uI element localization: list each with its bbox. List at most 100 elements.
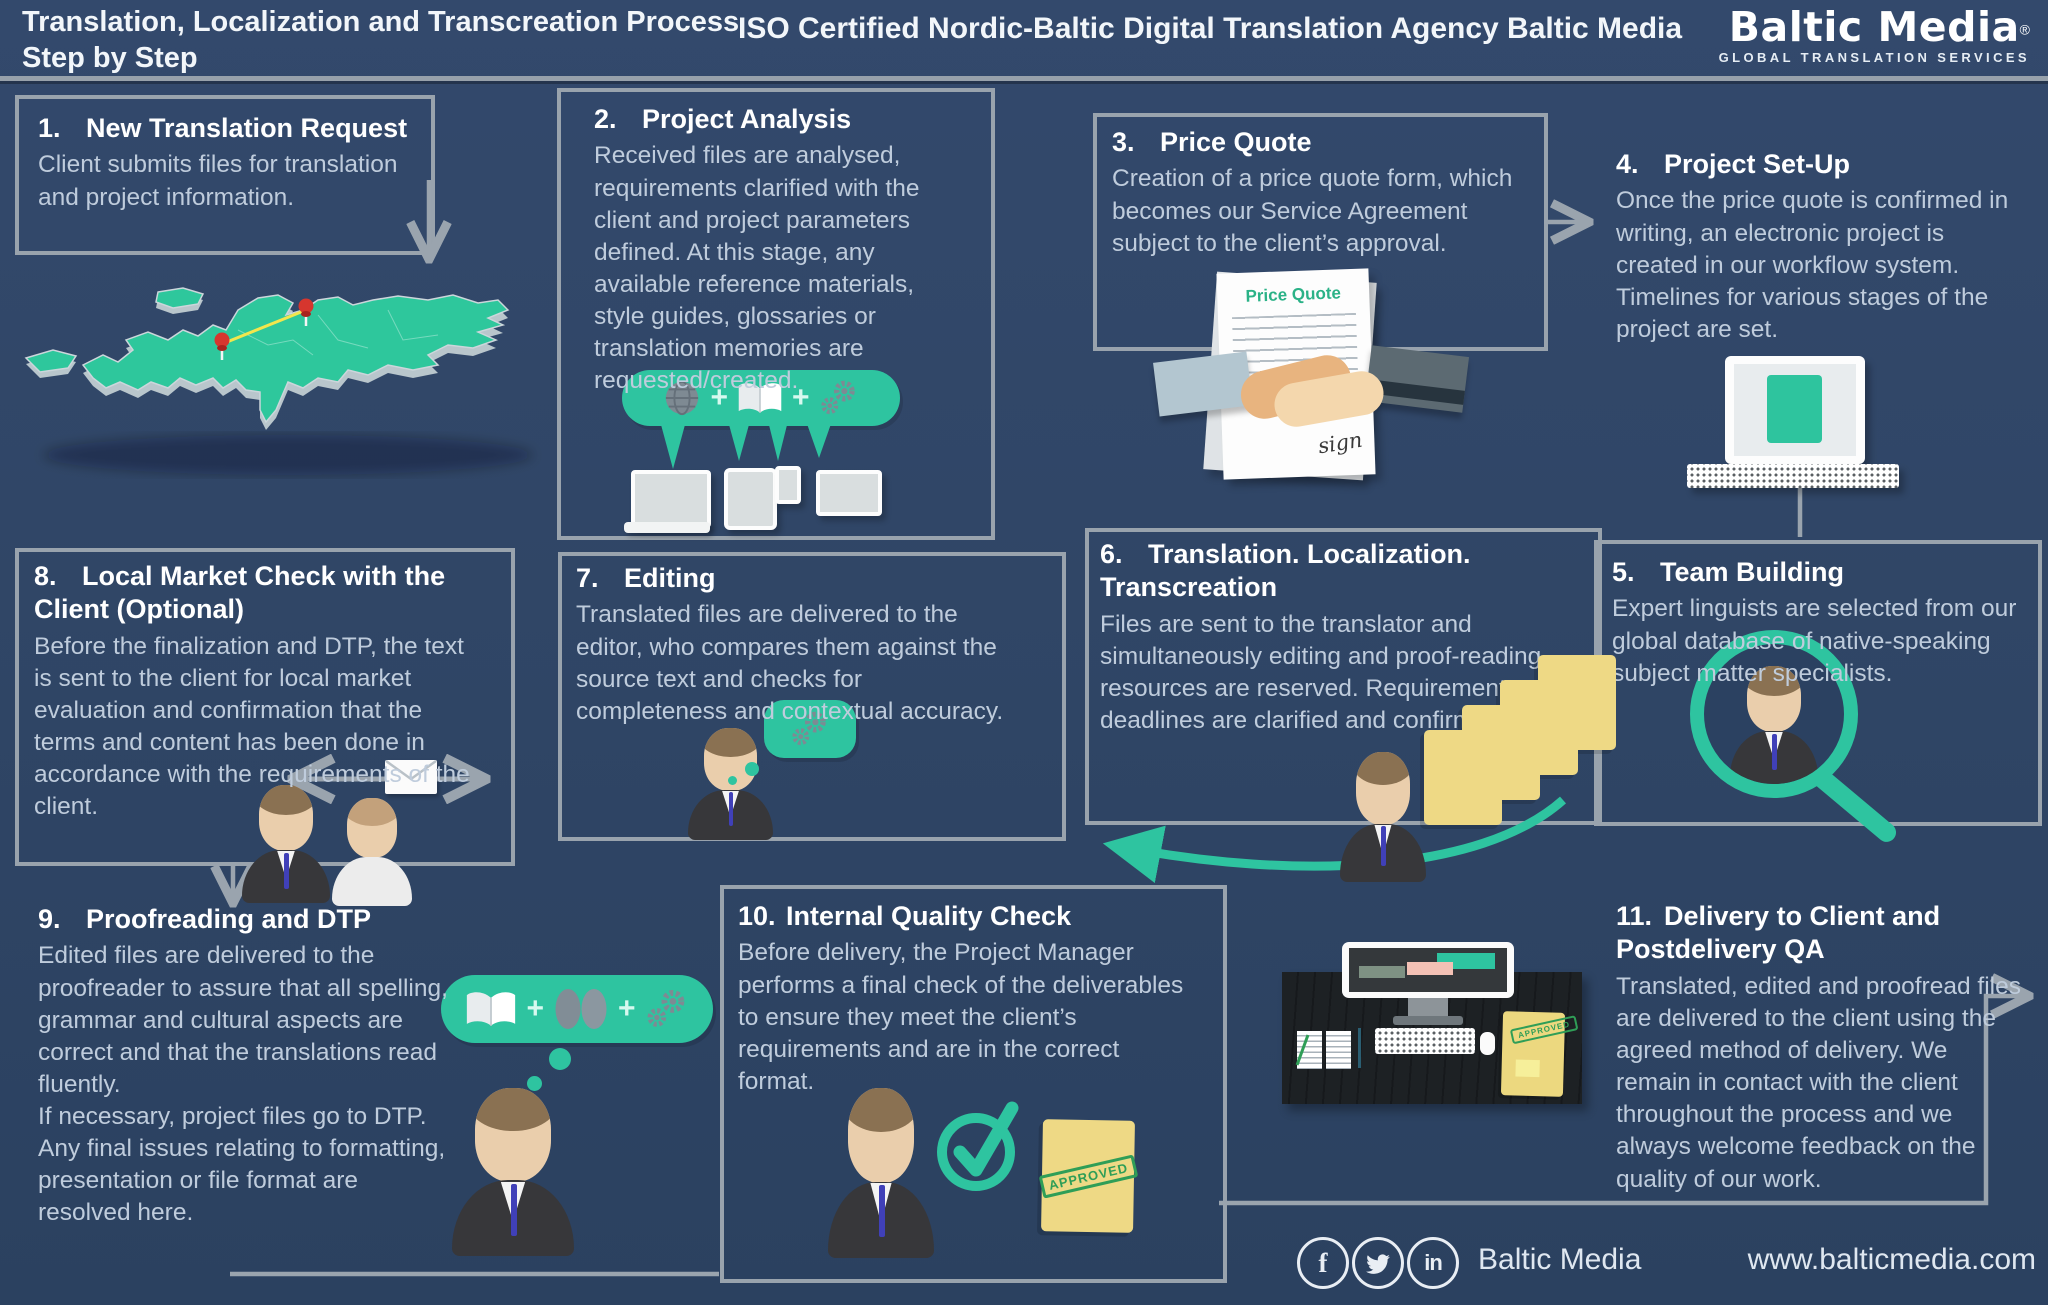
step-1-title: 1.New Translation Request <box>38 113 408 143</box>
step-2: 2.Project Analysis Received files are an… <box>594 103 968 397</box>
map-landmass <box>24 287 510 430</box>
map-country-borders <box>237 309 439 356</box>
gears-icon <box>820 380 855 415</box>
plus-glyph: + <box>792 381 810 414</box>
logo-tagline: GLOBAL TRANSLATION SERVICES <box>1718 50 2030 66</box>
avatar-hair <box>848 1088 914 1132</box>
thought-dot <box>745 762 759 776</box>
step-5: 5.Team Building Expert linguists are sel… <box>1612 556 2022 690</box>
thought-dot <box>728 776 737 785</box>
step-6: 6.Translation. Localization. Transcreati… <box>1100 538 1584 737</box>
avatar-hair <box>475 1088 551 1132</box>
screen-block-sage <box>1359 966 1405 978</box>
bubble-tail <box>768 421 788 461</box>
avatar-tie <box>284 852 290 889</box>
plus-glyph: + <box>618 992 636 1025</box>
step-11-body: Translated, edited and proofread files a… <box>1616 972 2021 1193</box>
step-10-body: Before delivery, the Project Manager per… <box>738 939 1184 1095</box>
linkedin-icon[interactable]: in <box>1407 1237 1459 1289</box>
map-pin-north <box>298 298 314 326</box>
step-6-title: 6.Translation. Localization. Transcreati… <box>1100 539 1471 603</box>
step-1: 1.New Translation Request Client submits… <box>38 112 416 214</box>
workflow-laptop-illustration <box>1687 352 1907 492</box>
step-3: 3.Price Quote Creation of a price quote … <box>1112 126 1517 260</box>
twitter-bird-glyph <box>1366 1254 1390 1274</box>
laptop-keyboard <box>1687 464 1899 488</box>
baltic-media-logo: Baltic Media® GLOBAL TRANSLATION SERVICE… <box>1718 3 2030 66</box>
avatar-hair <box>258 785 314 816</box>
step-7-body: Translated files are delivered to the ed… <box>576 601 1004 725</box>
step-4-body: Once the price quote is confirmed in wri… <box>1616 187 2009 343</box>
desk-notebook <box>1295 1031 1322 1069</box>
step2-outline-box <box>557 88 995 540</box>
avatar-tie <box>878 1185 885 1238</box>
step-2-body: Received files are analysed, requirement… <box>594 142 920 395</box>
tablet-icon <box>724 468 777 530</box>
envelope-icon <box>385 760 437 794</box>
avatar-head <box>347 798 397 859</box>
avatar-tie <box>1772 733 1778 770</box>
arrow-step11-out <box>1219 996 2022 1206</box>
header-center-title: ISO Certified Nordic-Baltic Digital Tran… <box>738 12 1683 45</box>
approved-stamp: APPROVED <box>1038 1153 1138 1199</box>
avatar-head <box>1356 752 1410 825</box>
facebook-icon[interactable]: f <box>1297 1237 1349 1289</box>
footer-website[interactable]: www.balticmedia.com <box>1747 1243 2036 1276</box>
gears-icon <box>792 711 826 746</box>
avatar-hair <box>1746 666 1802 697</box>
bubble-tail <box>728 421 750 461</box>
bubble-tail <box>806 421 832 458</box>
globe-icon <box>666 380 699 416</box>
avatar-hair <box>347 798 397 826</box>
plus-glyph: + <box>710 381 728 414</box>
page-title-line1: Translation, Localization and Transcreat… <box>22 6 740 38</box>
step-5-title: 5.Team Building <box>1612 557 1845 587</box>
avatar-head <box>475 1088 551 1183</box>
laptop-screen-inner <box>1734 364 1856 456</box>
plus-glyph: + <box>526 992 544 1025</box>
laptop-screen <box>1725 356 1865 464</box>
gears-icon <box>647 989 684 1027</box>
handshake-left-sleeve <box>1153 351 1253 417</box>
step-3-body: Creation of a price quote form, which be… <box>1112 165 1513 257</box>
avatar-torso <box>332 857 412 906</box>
editing-thought-bubble <box>764 700 856 758</box>
avatar-torso <box>828 1181 934 1258</box>
price-quote-heading: Price Quote <box>1245 283 1342 306</box>
map-shadow <box>43 435 533 475</box>
proofreader-avatar <box>452 1088 574 1256</box>
step-6-body: Files are sent to the translator and sim… <box>1100 610 1566 735</box>
book-icon <box>738 383 782 413</box>
desk-mouse <box>1480 1032 1495 1055</box>
desk-keyboard <box>1375 1028 1475 1054</box>
step-4: 4.Project Set-Up Once the price quote is… <box>1616 148 2020 346</box>
avatar-head <box>258 785 314 852</box>
book-icon <box>467 992 516 1026</box>
page-title-line2: Step by Step <box>22 42 198 74</box>
client-avatar <box>242 785 330 903</box>
desk-notebook <box>1326 1031 1351 1069</box>
twitter-icon[interactable] <box>1352 1237 1404 1289</box>
avatar-tie <box>728 792 734 827</box>
avatar-torso <box>1340 823 1426 882</box>
step7-outline-box <box>558 552 1066 841</box>
laptop-base <box>624 522 710 533</box>
registered-mark: ® <box>2019 21 2030 38</box>
notebook-pencil <box>1295 1034 1310 1066</box>
step-4-title: 4.Project Set-Up <box>1616 149 1851 179</box>
laptop-icon <box>631 470 711 528</box>
step-5-body: Expert linguists are selected from our g… <box>1612 595 2017 687</box>
step-7-title: 7.Editing <box>576 563 716 593</box>
file-folder-icon <box>1424 730 1502 825</box>
logo-name: Baltic Media <box>1728 3 2020 51</box>
team-search-illustration <box>1670 615 1930 846</box>
footer-brand: Baltic Media <box>1478 1243 1642 1276</box>
monitor-stand <box>1408 998 1448 1018</box>
bubble-tail <box>660 421 686 469</box>
sticky-note <box>1515 1059 1540 1078</box>
step-10-title: 10.Internal Quality Check <box>738 901 1072 931</box>
screen-block-pink <box>1407 962 1453 975</box>
avatar-torso <box>452 1180 574 1256</box>
step-10: 10.Internal Quality Check Before deliver… <box>738 900 1194 1098</box>
